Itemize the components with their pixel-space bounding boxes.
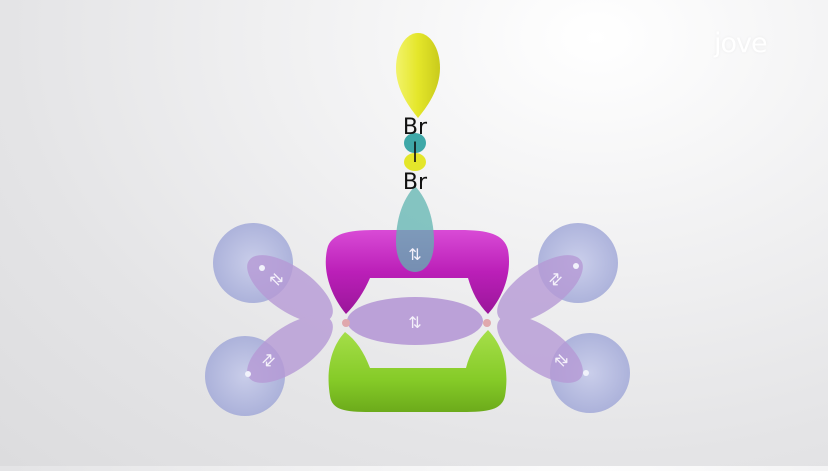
hydrogen-nucleus-bl bbox=[245, 371, 251, 377]
bromine-atom-top-label: Br bbox=[402, 115, 428, 140]
electron-pair-br-cc: ⇅ bbox=[408, 245, 421, 264]
carbon-nucleus-left bbox=[342, 319, 350, 327]
pi-orbital-top bbox=[325, 230, 510, 314]
hydrogen-nucleus-tl bbox=[259, 265, 265, 271]
bromine-bond-label: | bbox=[411, 138, 419, 162]
bromine-atom-bottom-label: Br bbox=[402, 170, 428, 195]
sigma-lobe-top-left bbox=[247, 255, 333, 323]
sigma-lobe-bottom-left bbox=[247, 315, 333, 383]
bromine-sigma-lobe bbox=[396, 186, 434, 272]
sigma-lobe-bottom-right bbox=[497, 315, 583, 383]
hydrogen-nucleus-tr bbox=[573, 263, 579, 269]
pi-orbital-bottom bbox=[328, 330, 507, 412]
sigma-lobe-top-right bbox=[497, 255, 583, 323]
hydrogen-nucleus-br bbox=[583, 370, 589, 376]
carbon-nucleus-right bbox=[483, 319, 491, 327]
bromine-inner-lobe-top bbox=[404, 133, 426, 153]
bromine-inner-lobe-bottom bbox=[404, 153, 426, 171]
sigma-bond-cc bbox=[347, 297, 483, 345]
jove-logo: jove bbox=[714, 28, 768, 59]
bromine-lobe-top bbox=[396, 33, 440, 118]
electron-pair-sigma-cc: ⇅ bbox=[408, 313, 421, 332]
